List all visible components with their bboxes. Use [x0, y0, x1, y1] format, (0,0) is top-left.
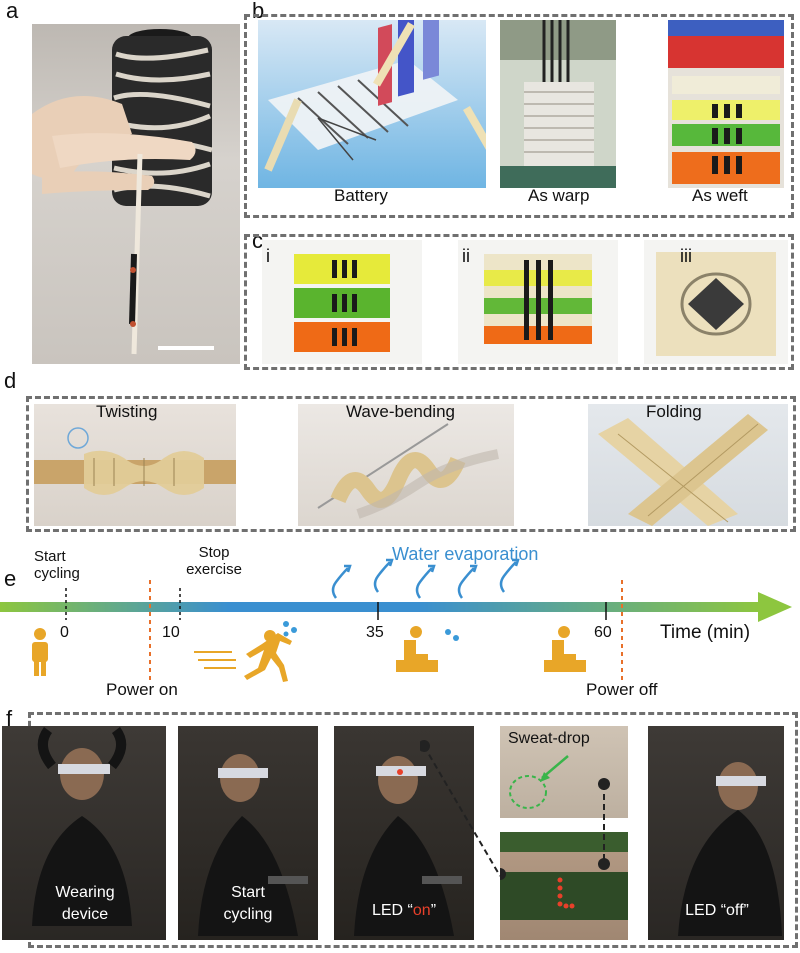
led-on-illustration — [354, 756, 462, 936]
textile-sample-iii — [644, 240, 788, 364]
folding-illustration — [598, 414, 768, 526]
wave-bending-illustration — [317, 423, 499, 519]
running-person-icon — [194, 630, 292, 682]
timeline-bar — [0, 602, 760, 612]
tick-label-60: 60 — [594, 624, 612, 641]
led-on-word: on — [412, 902, 431, 919]
start-cycling-label: Start cycling — [34, 548, 80, 582]
caption-led-off: LED “off” — [685, 902, 749, 919]
wearing-device-illustration — [32, 727, 132, 926]
caption-wave-bending: Wave-bending — [346, 402, 455, 421]
wave-bending-photo — [298, 404, 514, 526]
sweat-drop-label: Sweat-drop — [508, 730, 590, 747]
callout-lines — [420, 740, 605, 877]
panel-label-b: b — [252, 0, 265, 23]
sweat-drop-closeup — [500, 726, 628, 818]
panel-label-d: d — [4, 368, 17, 393]
panel-d-frame — [26, 396, 796, 532]
caption-folding: Folding — [646, 402, 702, 421]
timeline-graphic — [0, 558, 792, 682]
wearing-line1: Wearing — [55, 884, 115, 901]
roman-label-ii: ii — [462, 246, 470, 266]
warp-weave-illustration — [500, 20, 616, 188]
photo-wearing-device — [2, 726, 166, 940]
folding-photo — [588, 404, 788, 526]
textile-sample-ii — [458, 240, 618, 364]
loom-illustration — [264, 20, 486, 172]
photo-start-cycling — [178, 726, 318, 940]
weft-weave-illustration — [668, 20, 784, 184]
caption-as-warp: As warp — [528, 186, 590, 205]
sitting-person-icon-60 — [544, 626, 586, 672]
tick-label-35: 35 — [366, 624, 384, 641]
panel-label-e: e — [4, 566, 17, 591]
loom-schematic — [258, 20, 486, 188]
tick-label-10: 10 — [162, 624, 180, 641]
stop-exercise-line1: Stop — [198, 544, 230, 561]
led-on-prefix: LED “ — [371, 902, 413, 919]
evaporation-arrows — [331, 558, 520, 599]
wearing-line2: device — [61, 906, 109, 923]
stop-exercise-label: Stop exercise — [172, 544, 256, 578]
start-cycling-line2: cycling — [34, 565, 80, 582]
textile-i-illustration — [294, 254, 390, 352]
panel-c-frame — [244, 234, 794, 370]
standing-person-icon — [32, 628, 48, 676]
start-cycling-illustration — [198, 754, 308, 936]
twisting-photo — [34, 404, 236, 526]
led-off-illustration — [678, 762, 782, 936]
start-line2: cycling — [223, 906, 273, 923]
warp-weaving-photo — [500, 20, 616, 188]
caption-led-on: LED “on” — [344, 902, 464, 920]
weft-weaving-photo — [668, 20, 784, 188]
start-cycling-line1: Start — [34, 548, 66, 565]
panel-label-f: f — [6, 706, 13, 731]
caption-twisting: Twisting — [96, 402, 158, 421]
sitting-person-icon-35 — [396, 626, 438, 672]
fiber-spool-photo — [32, 24, 240, 364]
caption-wearing-device: Wearing device — [20, 882, 150, 926]
headband-illustration — [500, 832, 628, 920]
panel-label-c: c — [252, 228, 263, 253]
stop-exercise-line2: exercise — [186, 561, 242, 578]
textile-sample-i — [262, 240, 422, 364]
roman-label-i: i — [266, 246, 270, 266]
panel-b-frame — [244, 14, 794, 218]
photo-led-off — [648, 726, 784, 940]
power-on-label: Power on — [106, 680, 178, 699]
photo-led-on — [334, 726, 474, 940]
timeline-arrowhead — [758, 592, 792, 622]
start-line1: Start — [231, 884, 265, 901]
water-evaporation-label: Water evaporation — [392, 544, 539, 564]
textile-ii-illustration — [484, 254, 592, 344]
caption-start-cycling: Start cycling — [188, 882, 308, 926]
led-on-suffix: ” — [430, 902, 437, 919]
fiber-spool-illustration — [32, 29, 214, 355]
sweat-drops-icon — [283, 621, 459, 641]
roman-label-iii: iii — [680, 246, 692, 266]
tick-label-0: 0 — [60, 624, 69, 641]
panel-label-a: a — [6, 0, 19, 23]
power-off-label: Power off — [586, 680, 658, 699]
headband-closeup — [500, 832, 628, 940]
caption-as-weft: As weft — [692, 186, 748, 205]
caption-battery: Battery — [334, 186, 388, 205]
textile-iii-illustration — [656, 252, 776, 356]
time-axis-label: Time (min) — [660, 622, 751, 643]
twisting-illustration — [34, 427, 236, 495]
